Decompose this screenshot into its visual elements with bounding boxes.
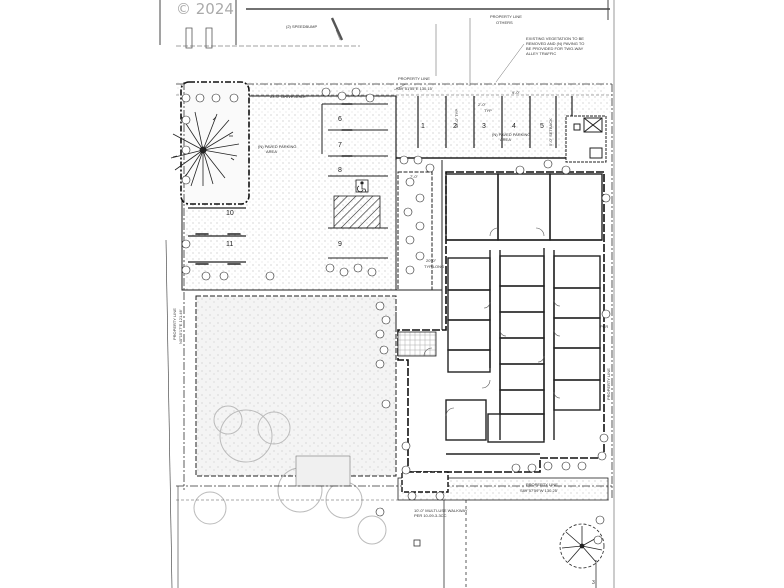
stall-3: 3 — [482, 123, 486, 130]
east-strip — [572, 96, 612, 114]
drive-aisle-note: 23'-0" DRIVE AISLE — [270, 94, 306, 99]
setback-note: 5'-0" SETBACK — [548, 118, 553, 146]
typ-label: TYP — [484, 108, 492, 113]
tree-icon — [559, 523, 605, 569]
trash-enclosure — [565, 115, 607, 163]
stall-10: 10 — [226, 210, 234, 217]
utility-marks — [413, 500, 597, 588]
accessible-aisle — [333, 195, 381, 229]
building-interior-walls — [445, 173, 603, 455]
stall-2: 2 — [453, 123, 457, 130]
street-trees — [181, 87, 611, 545]
south-bearing: S89°57'59"W 130.25' — [520, 488, 558, 493]
stall-9: 9 — [338, 241, 342, 248]
entry-plaza — [397, 331, 437, 357]
property-line-top: PROPERTY LINE — [490, 14, 522, 19]
concrete-pad — [295, 455, 351, 487]
leader-lines — [335, 29, 525, 91]
vegetation-note: EXISTING VEGETATION TO BE REMOVED AND (N… — [526, 36, 586, 56]
paved-parking-right: (N) PAVED PARKING AREA — [492, 132, 532, 142]
stall-1: 1 — [421, 123, 425, 130]
north-bearing: S89°51'55"E 130.15' — [396, 86, 433, 91]
speedbump-note: (2) SPEEDBUMP — [286, 24, 317, 29]
property-line-east-label: PROPERTY LINE — [606, 368, 611, 400]
annotations: (2) SPEEDBUMP PROPERTY LINE OTHERS EXIST… — [172, 14, 611, 586]
stall-5: 5 — [540, 123, 544, 130]
accessible-parking-icon — [355, 179, 369, 193]
stall-11: 11 — [226, 241, 233, 248]
curb-marks-top — [185, 17, 471, 86]
stall-6: 6 — [338, 116, 342, 123]
stall-4: 4 — [512, 123, 516, 130]
dim-7ft: 7'-0" — [410, 174, 419, 179]
property-line-south-label: PROPERTY LINE — [526, 482, 558, 487]
dim-18ft: 18'-0" TYP — [454, 109, 459, 128]
copyright-text: © 2024 — [176, 0, 234, 18]
paved-parking-left: (N) PAVED PARKING AREA — [258, 144, 298, 154]
property-line-north-label: PROPERTY LINE — [398, 76, 430, 81]
stall-labels: 1 2 3 4 5 6 7 8 9 10 11 — [226, 116, 544, 248]
tree-strip — [397, 171, 433, 291]
walkway-note: 10'-0" MULTI-USE WALKWAY PER 10-09-3-3CC — [414, 508, 469, 518]
stall-7: 7 — [338, 142, 342, 149]
property-line-west-label: PROPERTY LINE — [172, 308, 177, 340]
others-note: OTHERS — [496, 20, 513, 25]
open-yard — [195, 295, 397, 477]
typ-long: TYP LONG — [424, 264, 444, 269]
dim-9ft: 9'-0" — [512, 90, 521, 95]
wheel-stops — [195, 103, 353, 265]
top-frame — [159, 0, 610, 47]
west-bearing: N0°15'17"E 121.46' — [178, 309, 183, 344]
parking-stripes-west — [188, 207, 246, 263]
stall-8: 8 — [338, 167, 342, 174]
per-note: PER — [600, 324, 608, 329]
sheet-number: 3 — [592, 580, 595, 586]
dim-2ft: 2'-0" — [478, 102, 487, 107]
alley-paving — [176, 82, 606, 96]
door-swings — [445, 227, 561, 417]
west-parking-lot — [170, 81, 397, 291]
north-parking-stalls — [395, 96, 573, 160]
dim-20ft: 20'-0" — [426, 258, 437, 263]
